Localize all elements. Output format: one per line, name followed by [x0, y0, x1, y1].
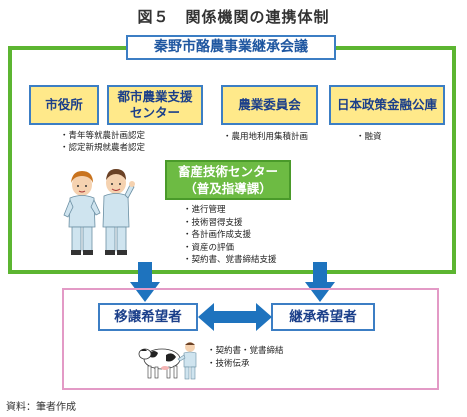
dairy-cow-illustration	[138, 342, 197, 380]
double-arrow-icon	[198, 303, 272, 331]
parties-task-item: ・契約書・覚書締結	[207, 346, 284, 356]
jfc-notes: ・融資	[356, 131, 382, 143]
city-notes: ・青年等就農計画認定 ・認定新規就農者認定	[60, 130, 145, 154]
org-city-office: 市役所	[29, 85, 99, 125]
center-task-item: ・資産の評価	[183, 242, 235, 253]
livestock-tech-center-dept: （普及指導課）	[184, 181, 272, 196]
livestock-tech-center: 畜産技術センター （普及指導課）	[165, 160, 291, 200]
city-note-item: ・認定新規就農者認定	[60, 143, 146, 153]
council-title: 秦野市酪農事業継承会議	[126, 35, 336, 60]
center-task-item: ・契約書、覚書締結支援	[183, 255, 277, 265]
jfc-note-item: ・融資	[356, 132, 382, 142]
transferor-box: 移譲希望者	[98, 303, 198, 331]
org-urban-agri-center: 都市農業支援センター	[107, 85, 203, 125]
center-task-item: ・進行管理	[183, 205, 226, 215]
center-task-list: ・進行管理 ・技術習得支援 ・各計画作成支援 ・資産の評価 ・契約書、覚書締結支…	[183, 204, 277, 267]
center-task-item: ・各計画作成支援	[183, 230, 252, 240]
org-jfc: 日本政策金融公庫	[329, 85, 445, 125]
center-task-item: ・技術習得支援	[183, 217, 243, 228]
parties-task-list: ・契約書・覚書締結 ・技術伝承	[207, 345, 284, 370]
agri-committee-note-item: ・農用地利用集積計画	[223, 132, 309, 142]
agri-committee-notes: ・農用地利用集積計画	[223, 131, 308, 143]
figure-title: 図５ 関係機関の連携体制	[137, 8, 330, 26]
parties-frame	[62, 288, 439, 390]
org-agri-committee: 農業委員会	[221, 85, 318, 125]
successor-box: 継承希望者	[271, 303, 375, 331]
parties-task-item: ・技術伝承	[207, 358, 250, 369]
org-urban-agri-center-label: 都市農業支援センター	[117, 89, 193, 120]
down-arrow-icon	[305, 262, 335, 302]
city-note-item: ・青年等就農計画認定	[60, 131, 146, 141]
farmer-couple-illustration	[63, 169, 135, 255]
down-arrow-icon	[130, 262, 160, 302]
livestock-tech-center-name: 畜産技術センター	[177, 164, 278, 179]
figure-source: 資料：筆者作成	[6, 402, 76, 413]
